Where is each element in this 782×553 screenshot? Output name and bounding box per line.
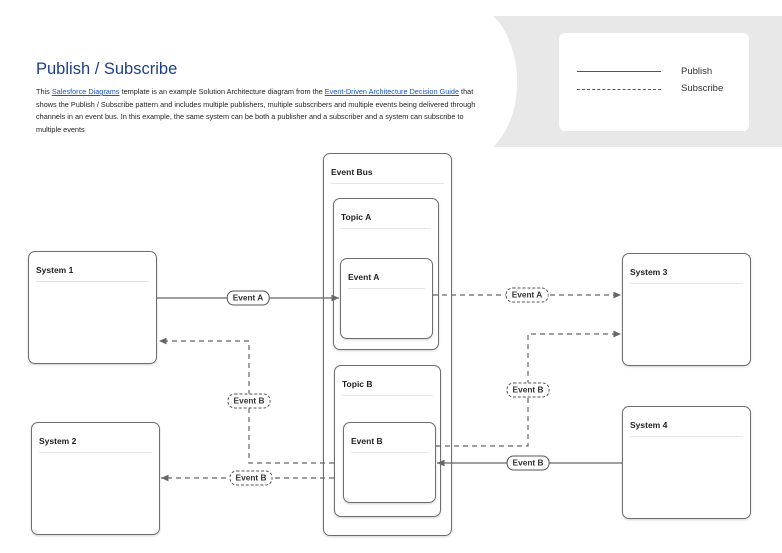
event-a-title: Event A — [348, 272, 425, 289]
edge-label-sys2-subscribe-b: Event B — [229, 470, 273, 486]
event-b-node[interactable]: Event B — [343, 422, 436, 503]
system-1-node[interactable]: System 1 — [28, 251, 157, 364]
legend-curve — [493, 16, 518, 147]
desc-pre: This — [36, 87, 52, 96]
system-4-title: System 4 — [630, 420, 743, 437]
edge-label-sys1-subscribe-b: Event B — [227, 393, 271, 409]
event-bus-title: Event Bus — [331, 167, 444, 184]
system-3-title: System 3 — [630, 267, 743, 284]
system-1-title: System 1 — [36, 265, 149, 282]
event-b-title: Event B — [351, 436, 428, 453]
topic-b-title: Topic B — [342, 379, 433, 396]
page-description: This Salesforce Diagrams template is an … — [36, 86, 481, 136]
system-3-node[interactable]: System 3 — [622, 253, 751, 366]
desc-mid: template is an example Solution Architec… — [119, 87, 325, 96]
legend-publish-label: Publish — [681, 66, 713, 77]
salesforce-diagrams-link[interactable]: Salesforce Diagrams — [51, 87, 120, 96]
legend: Publish Subscribe — [559, 33, 749, 131]
legend-publish-line — [577, 71, 661, 72]
event-a-node[interactable]: Event A — [340, 258, 433, 339]
edge-label-sys1-publish: Event A — [226, 290, 270, 306]
page-title: Publish / Subscribe — [36, 60, 178, 78]
edge-label-sys3-subscribe-a: Event A — [505, 287, 549, 303]
decision-guide-link[interactable]: Event-Driven Architecture Decision Guide — [324, 87, 460, 96]
edge-label-sys4-publish: Event B — [506, 455, 550, 471]
system-2-title: System 2 — [39, 436, 152, 453]
topic-a-title: Topic A — [341, 212, 431, 229]
desc-post: that shows the Publish / Subscribe patte… — [36, 87, 476, 134]
edge-label-sys3-subscribe-b: Event B — [506, 382, 550, 398]
system-2-node[interactable]: System 2 — [31, 422, 160, 535]
legend-subscribe-line — [577, 89, 661, 90]
legend-subscribe-label: Subscribe — [681, 83, 724, 94]
system-4-node[interactable]: System 4 — [622, 406, 751, 519]
